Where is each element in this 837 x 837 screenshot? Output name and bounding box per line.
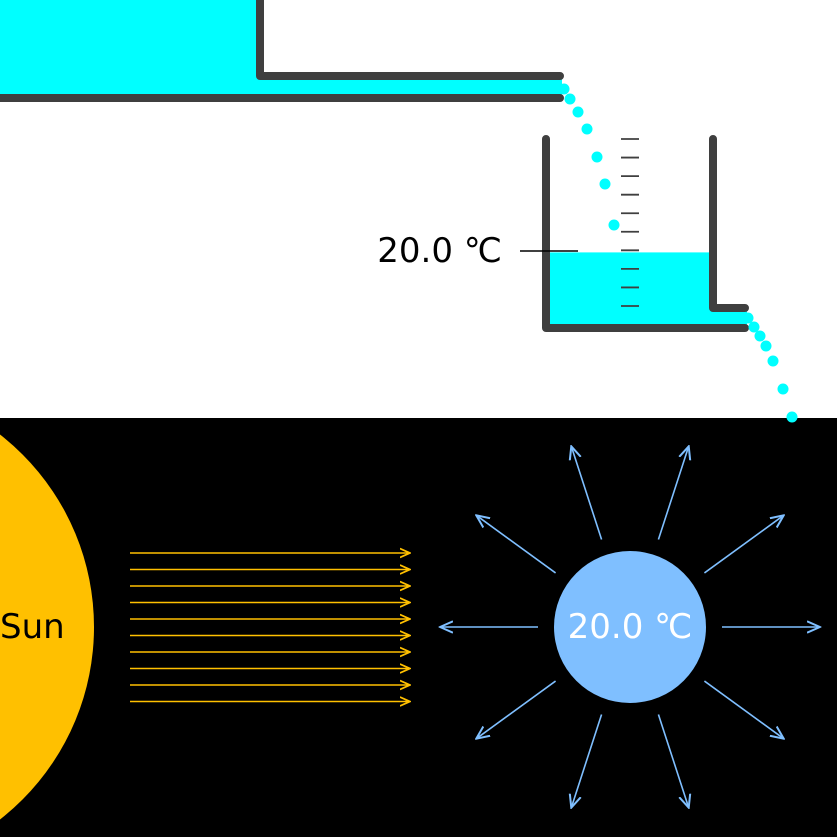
water-drop [572,106,584,118]
water-drop [581,123,593,135]
planet-disc [554,551,706,703]
upper-tank-wall [256,0,564,80]
beaker-water [546,252,713,328]
infrared-arrow [571,446,603,540]
planet-temperature-label: 20.0 ℃ [568,607,693,647]
infrared-arrow [657,714,688,807]
sun: Sun [0,434,94,820]
water-drop [777,383,789,395]
planet: 20.0 ℃ [440,446,820,807]
water-drop [760,340,772,352]
water-drop [786,411,798,423]
water-drop [599,178,611,190]
beaker-spout-water [713,308,747,328]
water-inflow-drops [558,83,620,231]
water-drop [754,330,766,342]
infrared-arrow [703,680,783,739]
sunlight-rays [130,553,410,702]
beaker: 20.0 ℃ [377,135,749,332]
infrared-arrow [476,515,557,574]
water-drop [564,93,576,105]
beaker-scale [621,138,639,307]
water-drop [558,83,570,95]
infrared-radiation-arrows [440,446,820,807]
upper-tank [0,0,564,102]
space-background [0,418,837,837]
water-outflow-drops-lower [786,411,798,423]
sun-label: Sun [0,607,65,647]
upper-tank-outflow-water [0,76,562,98]
sun-disc [0,434,94,820]
infrared-arrow [703,515,783,574]
infrared-arrow [476,680,557,739]
water-drop [767,355,779,367]
water-outflow-drops [742,312,789,395]
water-drop [742,312,754,324]
infrared-arrow [657,446,688,540]
infrared-arrow [571,714,603,807]
water-drop [591,151,603,163]
beaker-wall [542,135,749,332]
water-drop [608,219,620,231]
beaker-temperature-label: 20.0 ℃ [377,231,502,271]
water-drop [748,321,760,333]
upper-tank-water [0,0,260,76]
